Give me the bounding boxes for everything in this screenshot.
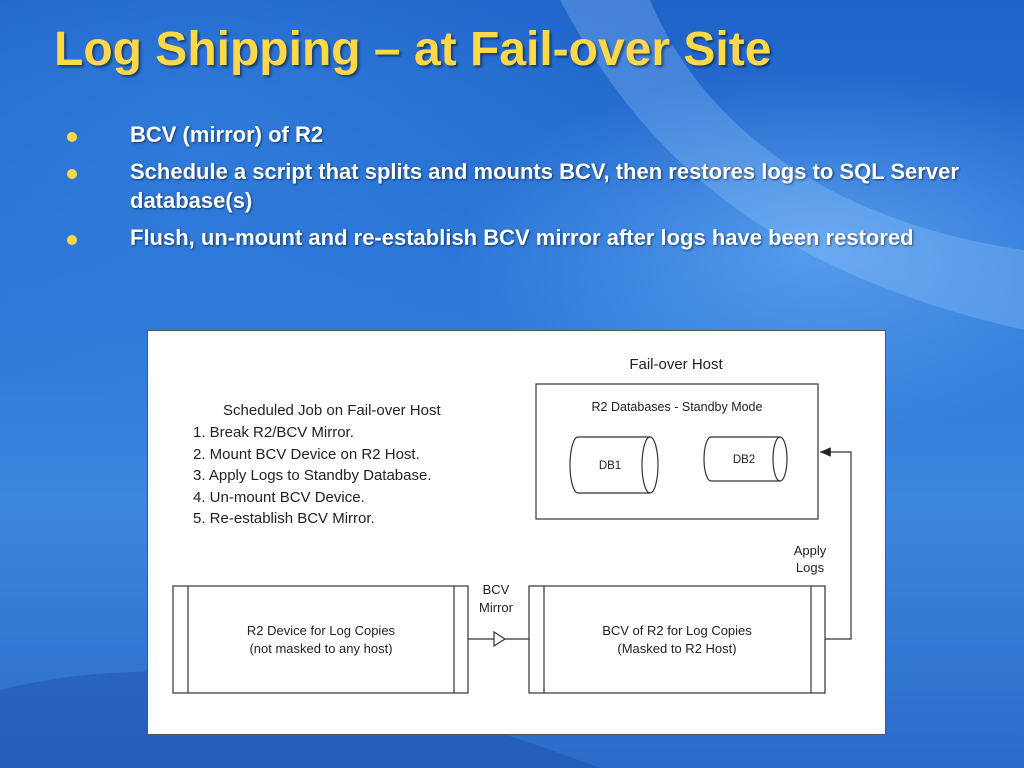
triangle-arrow-icon xyxy=(493,630,507,648)
db2-label: DB2 xyxy=(733,454,755,466)
job-title: Scheduled Job on Fail-over Host xyxy=(223,402,441,419)
bcv-mirror-label: BCV xyxy=(483,582,510,597)
bullet-text: BCV (mirror) of R2 xyxy=(130,122,324,147)
slide-title: Log Shipping – at Fail-over Site xyxy=(54,23,772,76)
job-step: 5. Re-establish BCV Mirror. xyxy=(193,510,375,527)
apply-logs-label: Logs xyxy=(796,560,825,575)
bcv-device-label: BCV of R2 for Log Copies xyxy=(602,623,752,638)
job-step: 1. Break R2/BCV Mirror. xyxy=(193,424,354,441)
bullet-list: BCV (mirror) of R2 Schedule a script tha… xyxy=(64,120,964,260)
failover-host-label: Fail-over Host xyxy=(629,356,723,373)
bcv-device-box: BCV of R2 for Log Copies (Masked to R2 H… xyxy=(528,585,826,694)
architecture-diagram: Fail-over Host R2 Databases - Standby Mo… xyxy=(147,330,886,735)
apply-logs-label: Apply xyxy=(794,543,827,558)
r2-device-sublabel: (not masked to any host) xyxy=(249,641,392,656)
bullet-text: Schedule a script that splits and mounts… xyxy=(130,159,959,213)
r2-device-box: R2 Device for Log Copies (not masked to … xyxy=(172,585,469,694)
r2-device-label: R2 Device for Log Copies xyxy=(247,623,396,638)
bullet-dot-icon xyxy=(67,169,77,179)
standby-db-box xyxy=(535,383,819,520)
job-step: 2. Mount BCV Device on R2 Host. xyxy=(193,446,420,463)
bullet-item: Schedule a script that splits and mounts… xyxy=(64,157,964,215)
bcv-mirror-connector: BCV Mirror xyxy=(468,582,529,648)
job-step: 3. Apply Logs to Standby Database. xyxy=(193,467,432,484)
db1-cylinder-icon: DB1 xyxy=(569,436,659,494)
db2-cylinder-icon: DB2 xyxy=(703,436,788,482)
bcv-device-sublabel: (Masked to R2 Host) xyxy=(617,641,736,656)
bullet-item: BCV (mirror) of R2 xyxy=(64,120,964,149)
bullet-text: Flush, un-mount and re-establish BCV mir… xyxy=(130,225,914,250)
apply-logs-arrow: Apply Logs xyxy=(794,447,852,640)
db1-label: DB1 xyxy=(599,460,621,472)
bullet-dot-icon xyxy=(67,235,77,245)
job-step: 4. Un-mount BCV Device. xyxy=(193,489,365,506)
bcv-mirror-label: Mirror xyxy=(479,600,514,615)
bullet-item: Flush, un-mount and re-establish BCV mir… xyxy=(64,223,964,252)
standby-box-label: R2 Databases - Standby Mode xyxy=(592,400,763,414)
bullet-dot-icon xyxy=(67,132,77,142)
